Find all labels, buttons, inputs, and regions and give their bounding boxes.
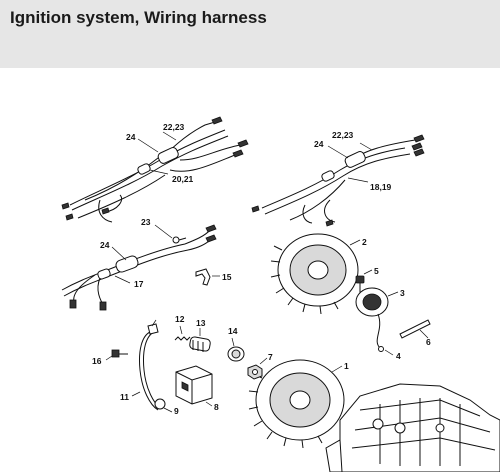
page-header: Ignition system, Wiring harness xyxy=(0,0,500,68)
part-14-cap xyxy=(227,337,245,362)
callout-8: 8 xyxy=(214,402,219,412)
part-16-screw xyxy=(105,349,128,361)
callout-2: 2 xyxy=(362,237,367,247)
callout-12: 12 xyxy=(175,314,185,324)
callout-16: 16 xyxy=(92,356,102,366)
part-12-spring xyxy=(174,325,191,341)
callout-18-19: 18,19 xyxy=(370,182,392,192)
callout-20-21: 20,21 xyxy=(172,174,194,184)
callout-9: 9 xyxy=(174,406,179,416)
callout-3: 3 xyxy=(400,288,405,298)
callout-7: 7 xyxy=(268,352,273,362)
callout-1: 1 xyxy=(344,361,349,371)
callout-17: 17 xyxy=(134,279,144,289)
part-6-pin xyxy=(399,319,431,339)
part-8-ignition-coil xyxy=(175,365,213,407)
callout-24-a: 24 xyxy=(126,132,136,142)
wiring-harness-upper-left xyxy=(61,116,249,223)
part-3-ignition-module xyxy=(355,287,399,356)
callout-13: 13 xyxy=(196,318,206,328)
wiring-harness-middle xyxy=(61,224,217,311)
page-title: Ignition system, Wiring harness xyxy=(10,8,267,27)
part-1-flywheel-lower xyxy=(248,359,345,449)
callout-24-b: 24 xyxy=(314,139,324,149)
parts-diagram: 22,23 24 20,21 22,23 24 18,19 xyxy=(61,116,500,472)
part-9-terminal xyxy=(154,398,173,413)
callout-4: 4 xyxy=(396,351,401,361)
callout-6: 6 xyxy=(426,337,431,347)
part-13-plug-boot xyxy=(189,328,211,352)
part-11-ignition-lead xyxy=(131,323,161,411)
callout-11: 11 xyxy=(120,392,129,402)
callout-23: 23 xyxy=(141,217,151,227)
callout-14: 14 xyxy=(228,326,238,336)
callout-5: 5 xyxy=(374,266,379,276)
part-15-clip xyxy=(195,268,220,286)
wiring-harness-upper-right xyxy=(251,134,425,227)
part-10-connector xyxy=(151,319,157,327)
part-7-nut xyxy=(247,357,268,380)
callout-24-c: 24 xyxy=(100,240,110,250)
engine-block xyxy=(325,383,500,472)
part-5-screw xyxy=(355,269,373,296)
callout-22-23-a: 22,23 xyxy=(163,122,185,132)
callout-15: 15 xyxy=(222,272,232,282)
callout-22-23-b: 22,23 xyxy=(332,130,354,140)
part-2-flywheel-upper xyxy=(270,233,361,315)
